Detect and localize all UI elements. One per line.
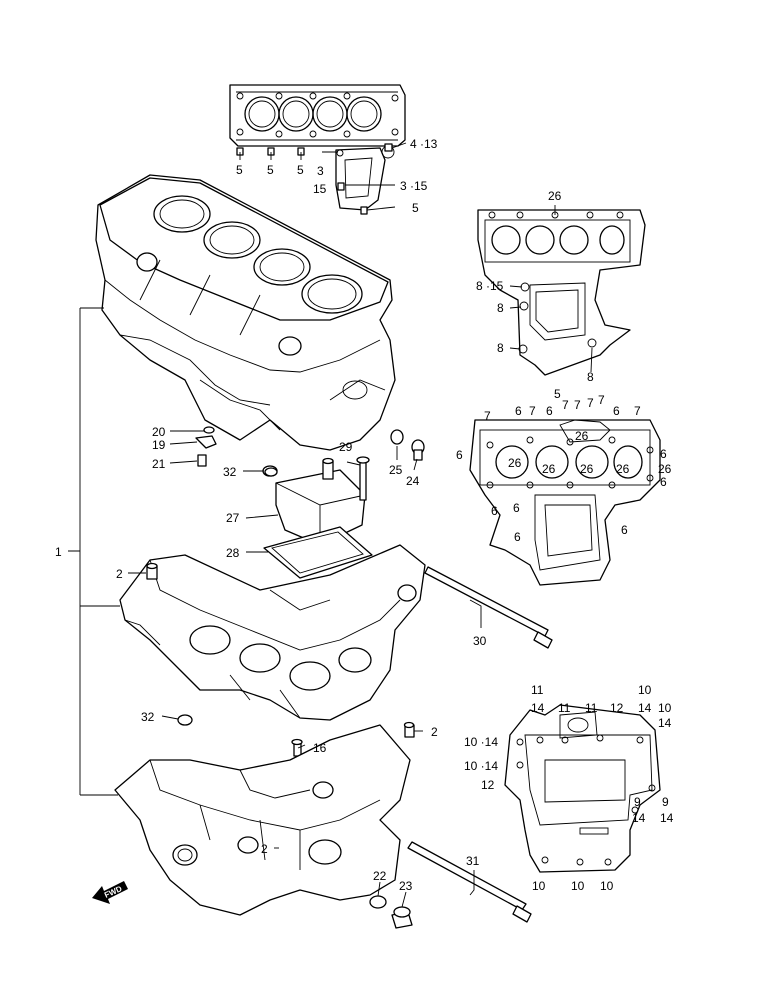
callout-5: 5 [554,387,561,401]
callout-10: 10 [638,683,652,697]
callout-7: 7 [562,398,569,412]
callout-32: 32 [141,710,155,724]
callout-12: 12 [481,778,495,792]
right-view-upper-case [477,209,646,376]
callout-8-15: 8 ·15 [476,279,504,293]
callout-3-15: 3 ·15 [400,179,428,193]
callout-14: 14 [658,716,672,730]
leader-lines [68,142,593,908]
callout-7: 7 [598,393,605,407]
callout-6: 6 [514,530,521,544]
callout-27: 27 [226,511,240,525]
callout-14: 14 [632,811,646,825]
callout-2: 2 [116,567,123,581]
callout-7: 7 [587,396,594,410]
callout-25: 25 [389,463,403,477]
callout-26: 26 [658,462,672,476]
callout-6: 6 [546,404,553,418]
callout-11: 11 [531,683,544,697]
drain-bolt-washer [390,429,425,461]
callout-12: 12 [610,701,624,715]
callout-6: 6 [660,475,667,489]
callout-8: 8 [497,301,504,315]
callout-5: 5 [236,163,243,177]
right-view-middle-case [469,419,661,586]
callout-26: 26 [508,456,522,470]
callout-6: 6 [660,447,667,461]
callout-7: 7 [574,398,581,412]
callout-20: 20 [152,425,166,439]
callout-10: 10 [532,879,546,893]
callout-21: 21 [152,457,166,471]
callout-10-14: 10 ·14 [464,735,498,749]
callout-7: 7 [634,404,641,418]
callout-9: 9 [634,795,641,809]
callout-14: 14 [660,811,674,825]
callout-10-14: 10 ·14 [464,759,498,773]
callout-2: 2 [431,725,438,739]
upper-crankcase [119,544,426,721]
callout-7: 7 [484,409,491,423]
callout-6: 6 [456,448,463,462]
crankcase-bolts [407,566,553,923]
callout-6: 6 [513,501,520,515]
callout-22: 22 [373,869,387,883]
callout-9: 9 [662,795,669,809]
fwd-label: FWD [103,884,124,900]
callout-26: 26 [616,462,630,476]
callout-8: 8 [497,341,504,355]
dowel-pins-head [236,143,393,215]
callout-26: 26 [580,462,594,476]
callout-31: 31 [466,854,480,868]
lower-crankcase [114,724,413,929]
callout-5: 5 [267,163,274,177]
callout-1: 1 [55,545,62,559]
callout-3: 3 [317,164,324,178]
callout-11: 11 [558,701,571,715]
callout-14: 14 [638,701,652,715]
callout-10: 10 [600,879,614,893]
right-view-lower-case [504,704,661,873]
callout-7: 7 [529,404,536,418]
callout-19: 19 [152,438,166,452]
callout-5: 5 [412,201,419,215]
callout-8: 8 [587,370,594,384]
callout-6: 6 [621,523,628,537]
oil-jet-parts [195,426,217,467]
callout-6: 6 [515,404,522,418]
callout-11: 11 [585,701,598,715]
callout-6: 6 [491,504,498,518]
callout-32: 32 [223,465,237,479]
callout-5: 5 [297,163,304,177]
callout-30: 30 [473,634,487,648]
cam-chain-guide-plate [335,145,395,211]
callout-15: 15 [313,182,327,196]
callout-2: 2 [261,842,268,856]
callout-26: 26 [575,429,589,443]
callout-28: 28 [226,546,240,560]
callout-14: 14 [531,701,545,715]
callout-24: 24 [406,474,420,488]
head-gasket [229,84,406,147]
callout-26: 26 [542,462,556,476]
callout-10: 10 [658,701,672,715]
callout-10: 10 [571,879,585,893]
callout-26: 26 [548,189,562,203]
callout-16: 16 [313,741,327,755]
callout-29: 29 [339,440,353,454]
fwd-arrow: FWD [92,881,128,904]
cylinder-block [95,174,396,451]
breather-cover [262,456,373,579]
callout-23: 23 [399,879,413,893]
callout-4-13: 4 ·13 [410,137,438,151]
callout-labels: 1 2 2 2 3 15 3 ·15 4 ·13 5 5 5 5 16 19 2… [55,137,674,893]
callout-6: 6 [613,404,620,418]
